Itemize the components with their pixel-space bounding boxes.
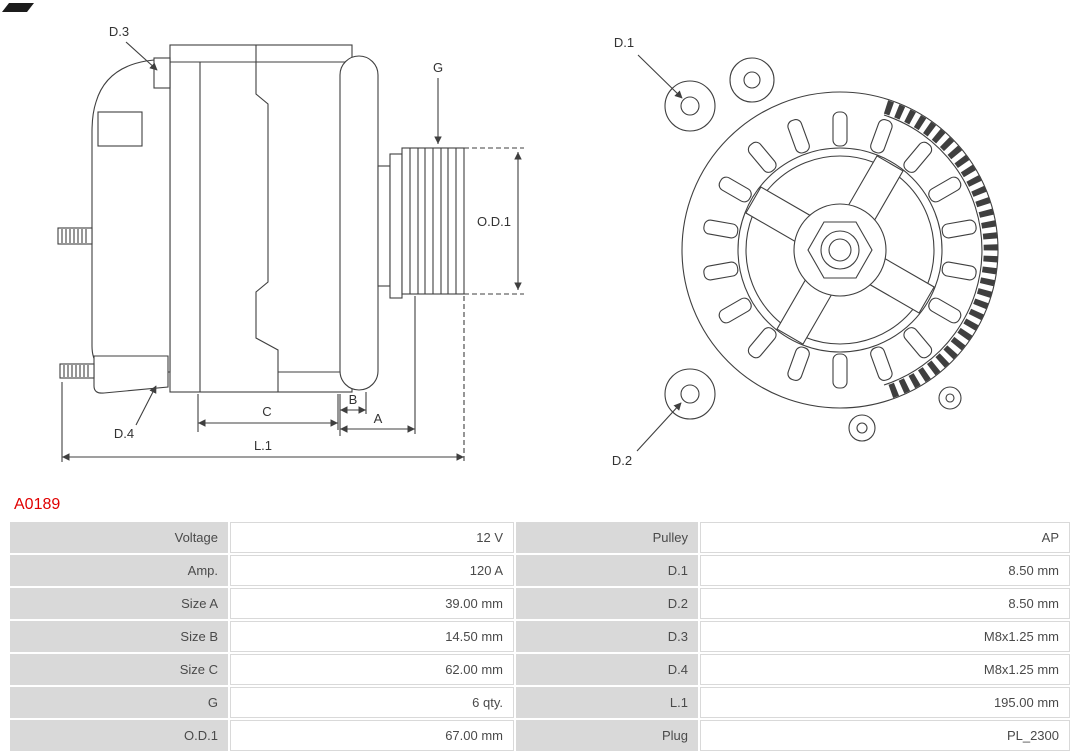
label-d2: D.2 (612, 453, 632, 468)
front-housing (169, 44, 353, 393)
toothed-rim (883, 100, 998, 400)
spec-label: Voltage (10, 522, 228, 553)
label-l1: L.1 (254, 438, 272, 453)
label-g: G (433, 60, 443, 75)
spec-value: 120 A (230, 555, 514, 586)
label-a: A (374, 411, 383, 426)
dimensions: D.3 D.4 G O.D.1 C B A (61, 24, 524, 462)
spec-row: O.D.1 67.00 mm Plug PL_2300 (10, 720, 1070, 751)
spec-value: 67.00 mm (230, 720, 514, 751)
label-od1: O.D.1 (477, 214, 511, 229)
spec-label: Size C (10, 654, 228, 685)
spec-label: D.3 (516, 621, 698, 652)
spec-label: D.2 (516, 588, 698, 619)
spec-label: G (10, 687, 228, 718)
rear-cover (57, 57, 171, 394)
rear-dimensions: D.1 D.2 (612, 35, 683, 468)
d2-leader-line (636, 402, 682, 452)
spec-value: 14.50 mm (230, 621, 514, 652)
side-view: D.3 D.4 G O.D.1 C B A (57, 24, 524, 462)
d3-leader-line (125, 41, 158, 71)
d1-leader-line (637, 54, 683, 99)
label-b: B (349, 392, 358, 407)
spec-label: Plug (516, 720, 698, 751)
drive-end-bracket (339, 55, 379, 391)
spec-label: D.1 (516, 555, 698, 586)
spec-label: Size A (10, 588, 228, 619)
vent-slots (703, 111, 977, 389)
spec-value: AP (700, 522, 1070, 553)
spec-table: Voltage 12 V Pulley AP Amp. 120 A D.1 8.… (10, 522, 1070, 751)
spec-value: 39.00 mm (230, 588, 514, 619)
spec-label: Amp. (10, 555, 228, 586)
label-d3: D.3 (109, 24, 129, 39)
spec-row: Size C 62.00 mm D.4 M8x1.25 mm (10, 654, 1070, 685)
spec-row: G 6 qty. L.1 195.00 mm (10, 687, 1070, 718)
spec-value: 62.00 mm (230, 654, 514, 685)
d3-mount-ear (153, 57, 171, 89)
shaft-nut (807, 221, 873, 279)
spec-value: 8.50 mm (700, 588, 1070, 619)
spec-row: Size B 14.50 mm D.3 M8x1.25 mm (10, 621, 1070, 652)
spec-row: Amp. 120 A D.1 8.50 mm (10, 555, 1070, 586)
label-c: C (262, 404, 271, 419)
spec-value: 8.50 mm (700, 555, 1070, 586)
spec-value: M8x1.25 mm (700, 654, 1070, 685)
spec-value: PL_2300 (700, 720, 1070, 751)
d4-leader-line (135, 385, 157, 426)
spec-label: Size B (10, 621, 228, 652)
technical-drawing-area: D.3 D.4 G O.D.1 C B A (2, 3, 999, 468)
fan-face (737, 147, 943, 353)
spec-value: 12 V (230, 522, 514, 553)
spec-row: Size A 39.00 mm D.2 8.50 mm (10, 588, 1070, 619)
spec-label: Pulley (516, 522, 698, 553)
rear-view: D.1 D.2 (612, 35, 999, 468)
spec-label: L.1 (516, 687, 698, 718)
terminal-stud-bottom (59, 363, 95, 379)
pulley (401, 147, 465, 295)
alternator-technical-drawing: D.3 D.4 G O.D.1 C B A (2, 3, 999, 468)
label-d1: D.1 (614, 35, 634, 50)
mounting-lug (93, 355, 169, 394)
terminal-stud-middle (57, 227, 93, 245)
spec-value: M8x1.25 mm (700, 621, 1070, 652)
logo-fragment (2, 3, 34, 12)
part-number: A0189 (14, 496, 61, 513)
shaft (377, 153, 403, 299)
spokes (745, 155, 935, 345)
spec-label: O.D.1 (10, 720, 228, 751)
spec-row: Voltage 12 V Pulley AP (10, 522, 1070, 553)
label-d4: D.4 (114, 426, 134, 441)
spec-value: 6 qty. (230, 687, 514, 718)
spec-value: 195.00 mm (700, 687, 1070, 718)
spec-label: D.4 (516, 654, 698, 685)
mounting-ears (664, 57, 962, 442)
